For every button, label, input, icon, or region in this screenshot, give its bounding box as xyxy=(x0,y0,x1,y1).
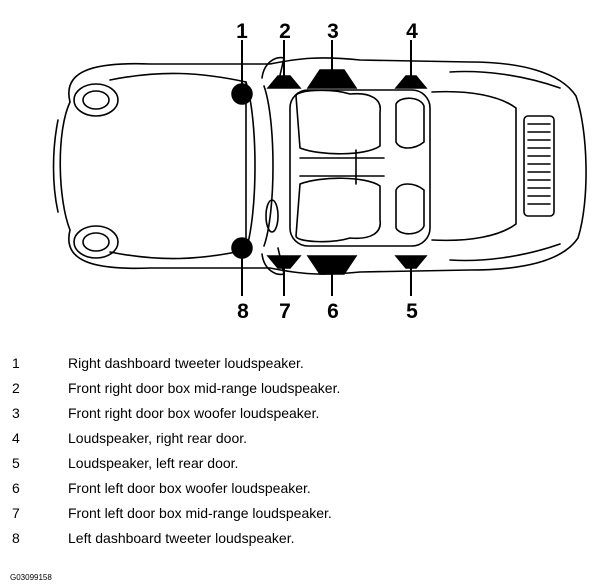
legend-number: 2 xyxy=(12,380,20,396)
legend-row-1: 1 Right dashboard tweeter loudspeaker. xyxy=(0,352,600,374)
rear-window xyxy=(431,90,517,242)
legend-number: 7 xyxy=(12,505,20,521)
rear-left-seat xyxy=(395,183,425,235)
legend-row-7: 7 Front left door box mid-range loudspea… xyxy=(0,502,600,524)
speaker-4-right-rear-door xyxy=(394,75,428,89)
legend-description: Front right door box woofer loudspeaker. xyxy=(68,405,320,421)
left-headlight-inner xyxy=(82,232,110,252)
legend-number: 5 xyxy=(12,455,20,471)
speaker-5-left-rear-door xyxy=(394,255,428,269)
rear-right-seat xyxy=(395,97,425,149)
front-right-seat xyxy=(295,89,381,155)
windshield-inner xyxy=(263,85,274,247)
speaker-2-midrange-right xyxy=(266,75,302,89)
legend-row-3: 3 Front right door box woofer loudspeake… xyxy=(0,402,600,424)
left-headlight xyxy=(73,225,119,259)
right-headlight xyxy=(73,83,119,117)
legend-description: Left dashboard tweeter loudspeaker. xyxy=(68,530,295,546)
left-rear-wheel-arch xyxy=(449,243,561,262)
speaker-8-tweeter-left xyxy=(231,237,253,259)
legend-description: Front left door box woofer loudspeaker. xyxy=(68,480,311,496)
speaker-7-midrange-left xyxy=(266,255,302,269)
callout-4: 4 xyxy=(406,20,418,43)
speaker-3-woofer-right xyxy=(306,69,358,89)
right-headlight-inner xyxy=(82,90,110,110)
callout-8: 8 xyxy=(237,300,249,323)
callout-2: 2 xyxy=(279,20,291,43)
fuel-cap xyxy=(265,199,279,233)
callout-6: 6 xyxy=(327,300,339,323)
legend-number: 4 xyxy=(12,430,20,446)
hood-line xyxy=(109,72,247,260)
speaker-1-tweeter-right xyxy=(231,83,253,105)
car-body-outline xyxy=(59,57,587,275)
legend-row-2: 2 Front right door box mid-range loudspe… xyxy=(0,377,600,399)
engine-grille-slats xyxy=(527,123,551,205)
center-console xyxy=(299,149,385,185)
cabin-outline xyxy=(289,89,431,247)
callout-3: 3 xyxy=(327,20,339,43)
legend-row-4: 4 Loudspeaker, right rear door. xyxy=(0,427,600,449)
car-speaker-diagram: 1 2 3 4 8 7 6 5 xyxy=(52,20,587,323)
legend-row-5: 5 Loudspeaker, left rear door. xyxy=(0,452,600,474)
legend-number: 6 xyxy=(12,480,20,496)
figure-code: G03099158 xyxy=(10,573,52,582)
legend-description: Right dashboard tweeter loudspeaker. xyxy=(68,355,304,371)
legend-description: Loudspeaker, left rear door. xyxy=(68,455,239,471)
callout-1: 1 xyxy=(236,20,248,43)
legend-number: 3 xyxy=(12,405,20,421)
right-rear-wheel-arch xyxy=(449,70,561,89)
callout-7: 7 xyxy=(279,300,291,323)
legend-row-6: 6 Front left door box woofer loudspeaker… xyxy=(0,477,600,499)
front-bumper-line xyxy=(52,119,59,213)
legend-description: Front left door box mid-range loudspeake… xyxy=(68,505,332,521)
callout-5: 5 xyxy=(406,300,418,323)
legend-description: Front right door box mid-range loudspeak… xyxy=(68,380,341,396)
speaker-6-woofer-left xyxy=(306,255,358,275)
legend-number: 1 xyxy=(12,355,20,371)
legend-row-8: 8 Left dashboard tweeter loudspeaker. xyxy=(0,527,600,549)
legend-number: 8 xyxy=(12,530,20,546)
front-left-seat xyxy=(295,177,381,243)
legend-description: Loudspeaker, right rear door. xyxy=(68,430,248,446)
windshield xyxy=(245,81,256,251)
engine-grille xyxy=(523,115,555,217)
